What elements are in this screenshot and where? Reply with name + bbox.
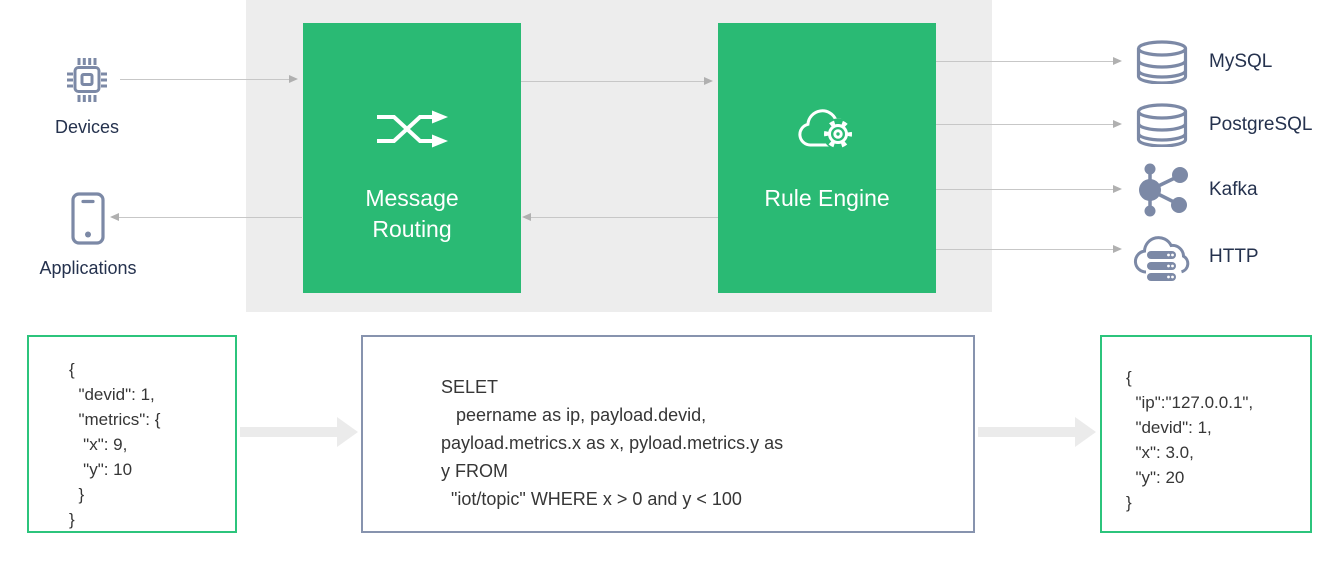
http-label: HTTP [1209, 246, 1259, 267]
applications-endpoint: Applications [16, 192, 160, 279]
chip-icon [67, 58, 107, 102]
rule-sql-text: SELET peername as ip, payload.devid, pay… [441, 377, 784, 509]
big-arrow-input-to-sql [240, 417, 358, 447]
devices-label: Devices [54, 117, 120, 137]
database-icon [1130, 40, 1194, 84]
arrow-message-routing-to-applications [110, 213, 302, 221]
arrow-rule-engine-to-postgresql [936, 120, 1122, 128]
shuffle-icon [303, 101, 521, 157]
output-message-json: { "ip":"127.0.0.1", "devid": 1, "x": 3.0… [1126, 368, 1254, 512]
kafka-label: Kafka [1209, 179, 1258, 200]
cloud-gear-icon [718, 101, 936, 157]
big-arrow-sql-to-output [978, 417, 1096, 447]
arrow-devices-to-message-routing [120, 75, 298, 83]
mysql-label: MySQL [1209, 51, 1273, 72]
input-message-json: { "devid": 1, "metrics": { "x": 9, "y": … [69, 360, 161, 529]
rule-engine-node: Rule Engine [718, 23, 936, 293]
sink-http: HTTP [1130, 226, 1259, 288]
rule-sql-panel: SELET peername as ip, payload.devid, pay… [361, 335, 975, 533]
sink-mysql: MySQL [1130, 31, 1272, 93]
arrow-rule-engine-to-mysql [936, 57, 1122, 65]
devices-endpoint: Devices [39, 54, 135, 138]
arrow-rule-engine-to-kafka [936, 185, 1122, 193]
cloud-server-icon [1130, 228, 1194, 286]
message-routing-node: Message Routing [303, 23, 521, 293]
share-nodes-icon [1130, 161, 1194, 219]
rule-engine-label: Rule Engine [764, 185, 890, 211]
postgresql-label: PostgreSQL [1209, 114, 1313, 135]
output-message-panel: { "ip":"127.0.0.1", "devid": 1, "x": 3.0… [1100, 335, 1312, 533]
input-message-panel: { "devid": 1, "metrics": { "x": 9, "y": … [27, 335, 237, 533]
arrow-rule-engine-to-message-routing [522, 213, 718, 221]
database-icon [1130, 103, 1194, 147]
arrow-rule-engine-to-http [936, 245, 1122, 253]
sink-kafka: Kafka [1130, 159, 1258, 221]
arrow-message-routing-to-rule-engine [521, 77, 713, 85]
message-routing-label: Message Routing [365, 185, 459, 242]
applications-label: Applications [39, 258, 137, 278]
mobile-icon [71, 192, 105, 245]
sink-postgresql: PostgreSQL [1130, 94, 1313, 156]
